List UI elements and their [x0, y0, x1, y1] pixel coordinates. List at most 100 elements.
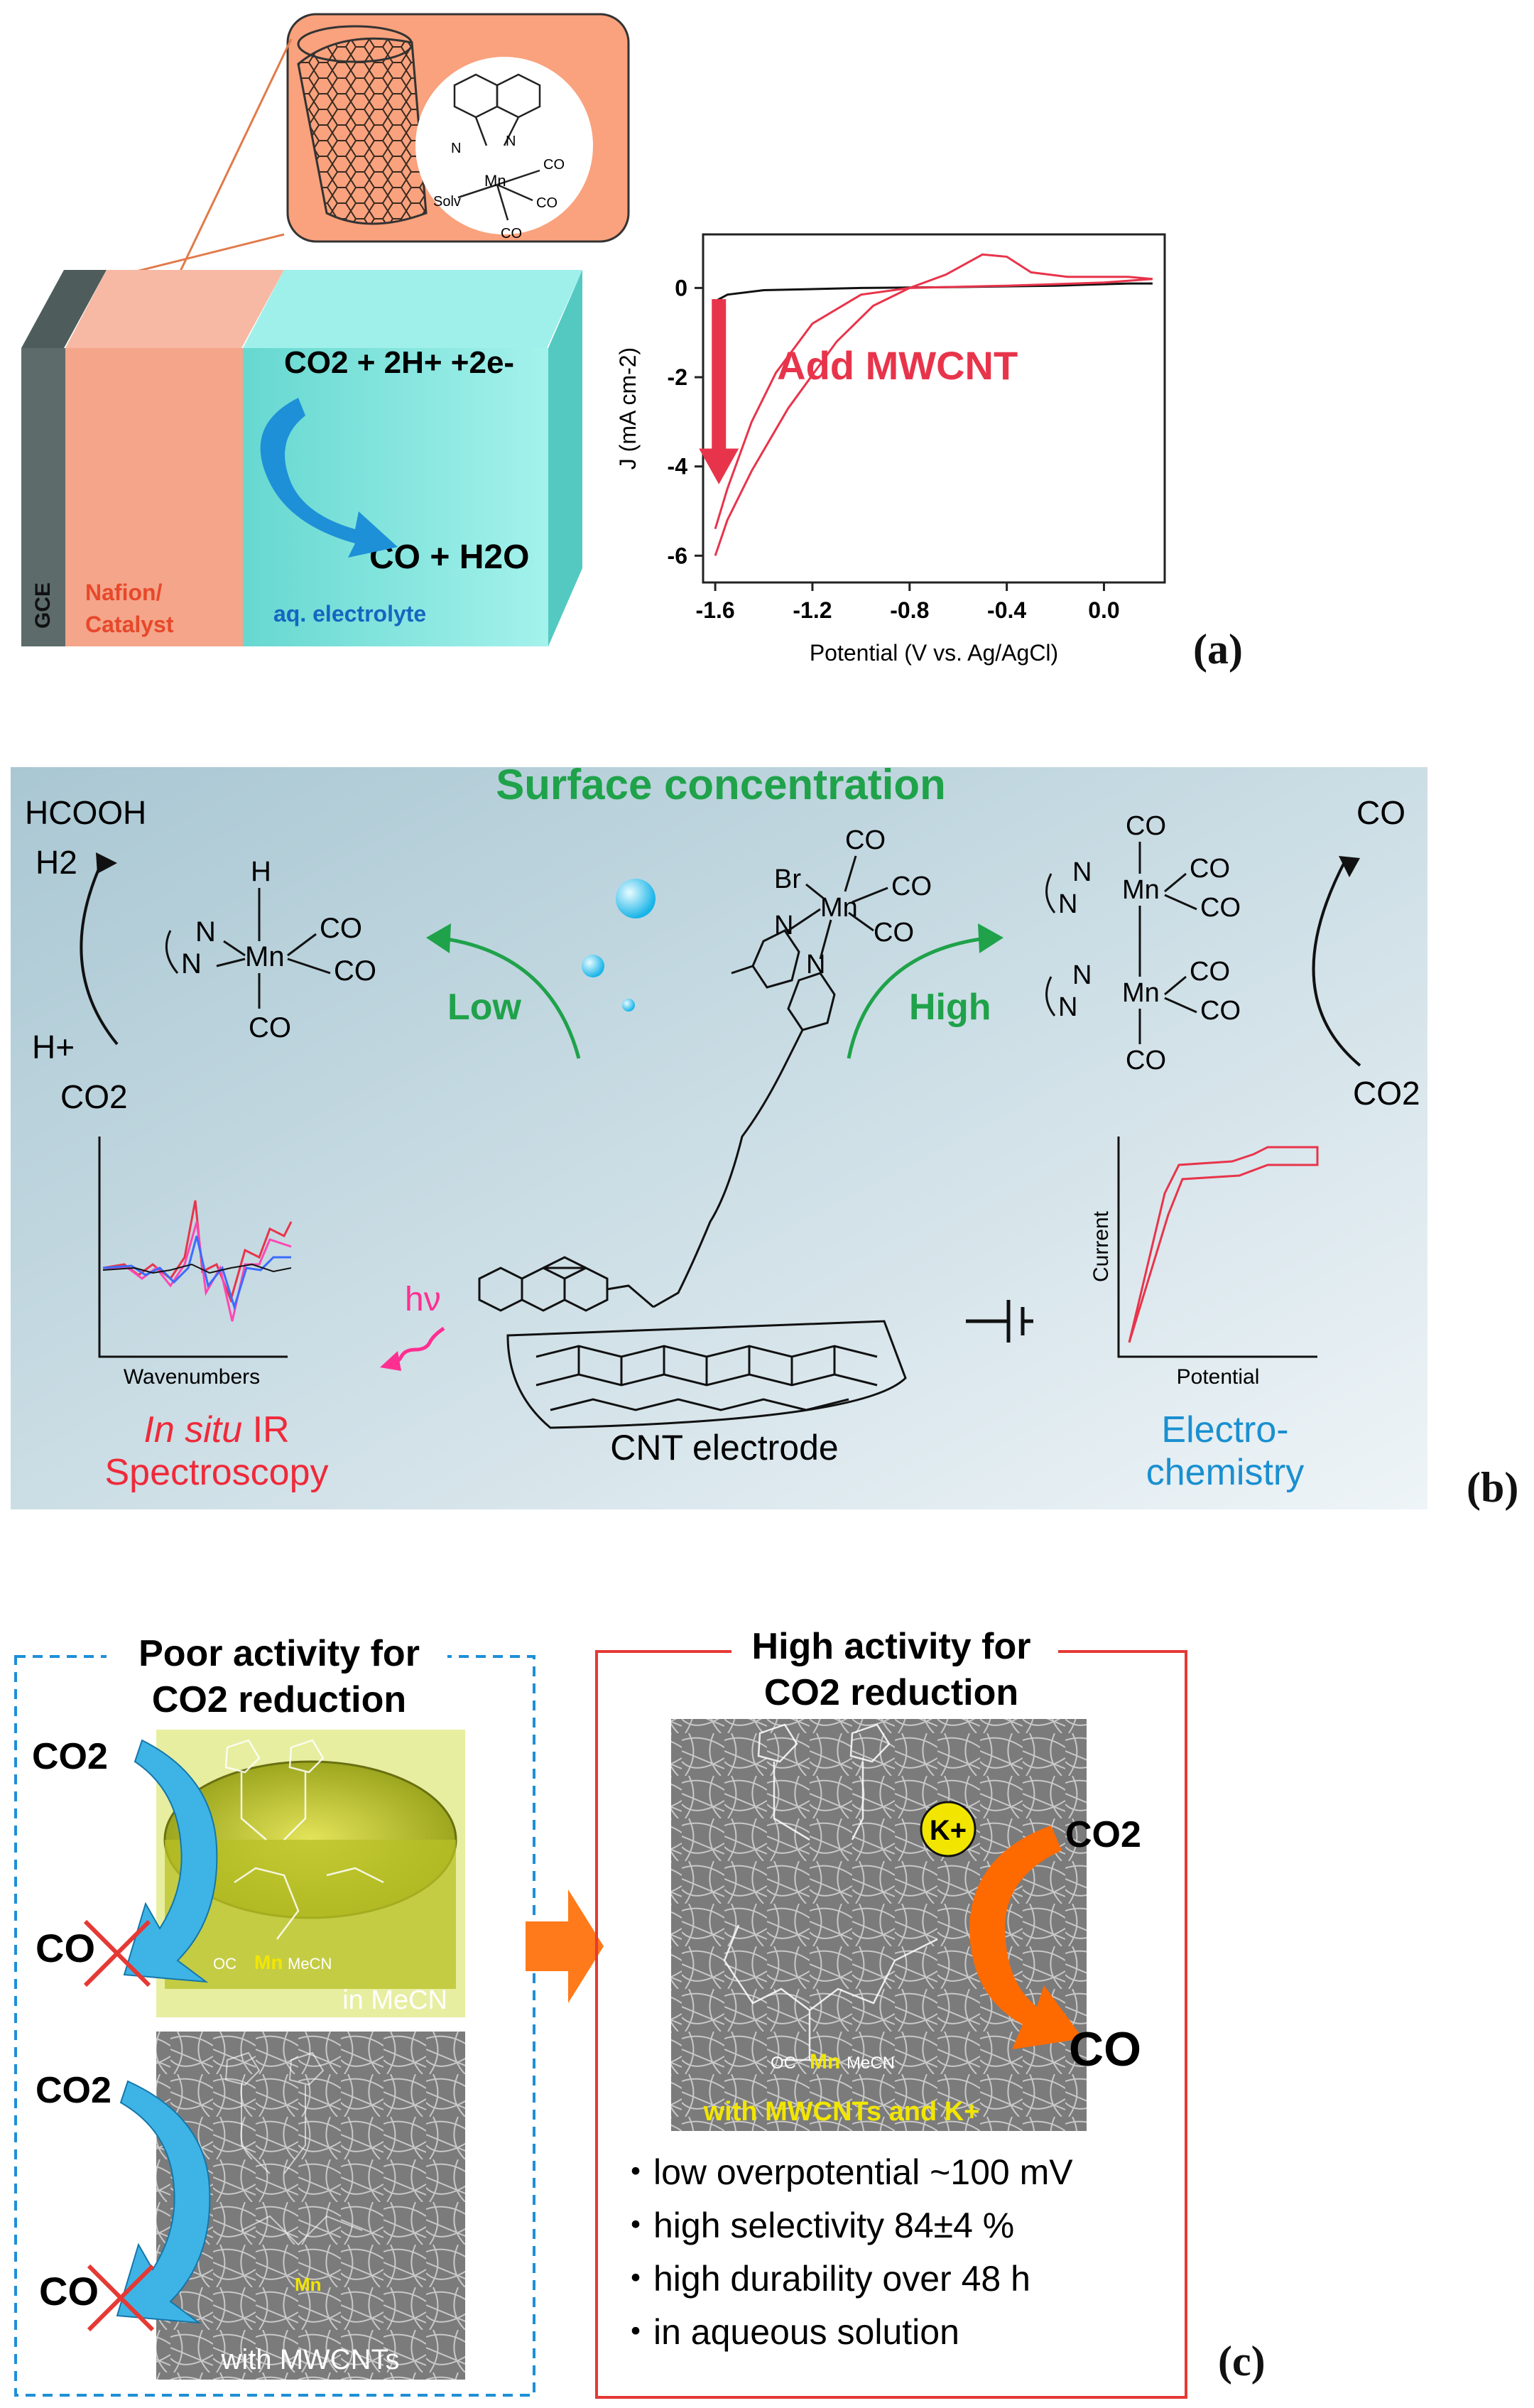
panel-b-letter: (b)	[1467, 1464, 1519, 1511]
orange-arrow	[969, 1826, 1083, 2049]
y-tick-label: -6	[668, 543, 687, 568]
ir-spectrum	[98, 1137, 293, 1358]
gce-layer	[21, 270, 107, 348]
svg-text:Mn: Mn	[820, 893, 858, 923]
svg-text:CO: CO	[1190, 854, 1230, 884]
svg-text:MeCN: MeCN	[847, 2054, 895, 2073]
co-label-top: CO	[36, 1926, 95, 1970]
central-complex: Br CO CO CO N Mn N	[653, 825, 932, 1308]
bullet-overpotential: ・low overpotential ~100 mV	[618, 2152, 1073, 2192]
right-cycle-arrow	[1312, 859, 1361, 1067]
nafion-label: Nafion/	[85, 580, 163, 605]
ir-xlabel: Wavenumbers	[124, 1365, 260, 1389]
ec-caption-line1: Electro-	[1161, 1409, 1288, 1450]
svg-text:MeCN: MeCN	[288, 1955, 332, 1973]
low-arrow	[436, 935, 581, 1059]
x-tick-label: -0.8	[890, 597, 929, 623]
x-tick-label: 0.0	[1088, 597, 1119, 623]
panel-a-electrode-illustration: N N Mn CO CO CO Solv GCE Nafion/ Catalys…	[21, 13, 630, 646]
svg-text:CO: CO	[1126, 1046, 1166, 1075]
svg-text:Mn: Mn	[1122, 875, 1160, 905]
cv-trend-arrow-head	[699, 448, 739, 484]
poor-title-line2: CO2 reduction	[152, 1679, 406, 1720]
svg-text:CO: CO	[1126, 811, 1166, 841]
cross-top	[83, 1919, 151, 1987]
co2-label-high: CO2	[1065, 1814, 1141, 1855]
mwcnt-k-photo	[671, 1719, 1087, 2131]
electrolyte-layer	[243, 270, 582, 348]
bullet-durability: ・high durability over 48 h	[618, 2259, 1030, 2299]
ir-caption-line1: In situ IR	[143, 1409, 289, 1450]
catalyst-label: Catalyst	[85, 612, 174, 637]
pyrene-anchor	[478, 1256, 654, 1312]
bubble-large	[616, 879, 656, 918]
mn-label-k: Mn	[810, 2050, 840, 2073]
co2-label-top: CO2	[32, 1736, 108, 1777]
high-arrow	[847, 935, 991, 1059]
cv-series-1	[714, 253, 1153, 556]
with-mwcnts-label: with MWCNTs	[220, 2344, 399, 2375]
complex-label-n1: N	[451, 141, 461, 156]
hydride-complex: H N N Mn CO CO CO	[165, 856, 376, 1043]
svg-text:CO: CO	[1200, 893, 1241, 923]
svg-text:N: N	[181, 948, 202, 980]
panel-c-letter: (c)	[1218, 2338, 1266, 2385]
high-title-line1: High activity for	[752, 1626, 1031, 1667]
svg-text:N: N	[1072, 857, 1092, 887]
svg-text:CO: CO	[334, 955, 376, 987]
electrode-symbol	[966, 1300, 1033, 1343]
high-label: High	[909, 987, 991, 1028]
complex-label-solv: Solv	[433, 194, 461, 210]
svg-text:OC: OC	[213, 1955, 236, 1973]
in-mecn-label: in MeCN	[342, 1985, 447, 2015]
dimer-complex: CO N N Mn CO CO N N Mn CO CO CO	[1045, 811, 1241, 1075]
ec-caption-line2: chemistry	[1146, 1452, 1304, 1493]
left-cycle-arrow	[80, 859, 119, 1046]
x-tick-label: -0.4	[987, 597, 1026, 623]
svg-text:CO: CO	[249, 1012, 291, 1043]
mn-complex-structure	[453, 73, 541, 221]
blue-arrow-bottom	[116, 2080, 211, 2324]
svg-text:Br: Br	[774, 864, 801, 894]
mn-label-mwcnt: Mn	[295, 2274, 322, 2295]
cv-inset-ylabel: Current	[1089, 1210, 1113, 1282]
cnt-electrode-drawing	[506, 1320, 907, 1429]
panel-c: Poor activity for CO2 reduction Mn OC Me…	[14, 1620, 1187, 2399]
svg-text:CO: CO	[1190, 957, 1230, 987]
co-label-bottom: CO	[39, 2269, 99, 2314]
y-tick-label: -2	[668, 364, 687, 390]
co-label-high: CO	[1069, 2022, 1141, 2076]
bullet-aqueous: ・in aqueous solution	[618, 2312, 959, 2352]
poor-title-line1: Poor activity for	[138, 1633, 420, 1674]
svg-text:N: N	[1058, 992, 1077, 1022]
x-tick-label: -1.2	[793, 597, 832, 623]
product-hcooh: HCOOH	[25, 794, 146, 831]
reactant-co2-left: CO2	[60, 1078, 128, 1115]
cv-annotation: Add MWCNT	[777, 343, 1018, 388]
svg-text:Mn: Mn	[245, 941, 285, 972]
complex-label-mn: Mn	[484, 172, 506, 190]
svg-text:Mn: Mn	[1122, 978, 1160, 1008]
low-label: Low	[447, 987, 522, 1028]
panel-b-background	[11, 767, 1427, 1509]
svg-text:N: N	[774, 911, 793, 940]
cv-series-2	[714, 278, 1153, 530]
complex-label-co2: CO	[536, 195, 557, 211]
product-h2: H2	[36, 844, 77, 881]
svg-text:CO: CO	[845, 825, 886, 855]
mn-label-mecn: Mn	[254, 1951, 283, 1973]
cv-inset	[1117, 1137, 1319, 1358]
complex-label-co1: CO	[543, 157, 565, 173]
panel-b: Surface concentration HCOOH H2 H+ CO2 H …	[11, 767, 1427, 1509]
cross-bottom	[87, 2264, 155, 2332]
cv-plot-frame	[702, 233, 1166, 584]
electrolyte-label: aq. electrolyte	[273, 601, 426, 627]
transition-arrow	[526, 1889, 604, 2003]
reaction-arrow	[260, 398, 398, 558]
co2-label-bottom: CO2	[36, 2070, 111, 2111]
high-title-line2: CO2 reduction	[764, 1672, 1018, 1713]
mecn-complex-overlay	[224, 1739, 384, 1940]
k-plus-badge	[920, 1801, 977, 1857]
svg-text:CO: CO	[874, 918, 914, 948]
